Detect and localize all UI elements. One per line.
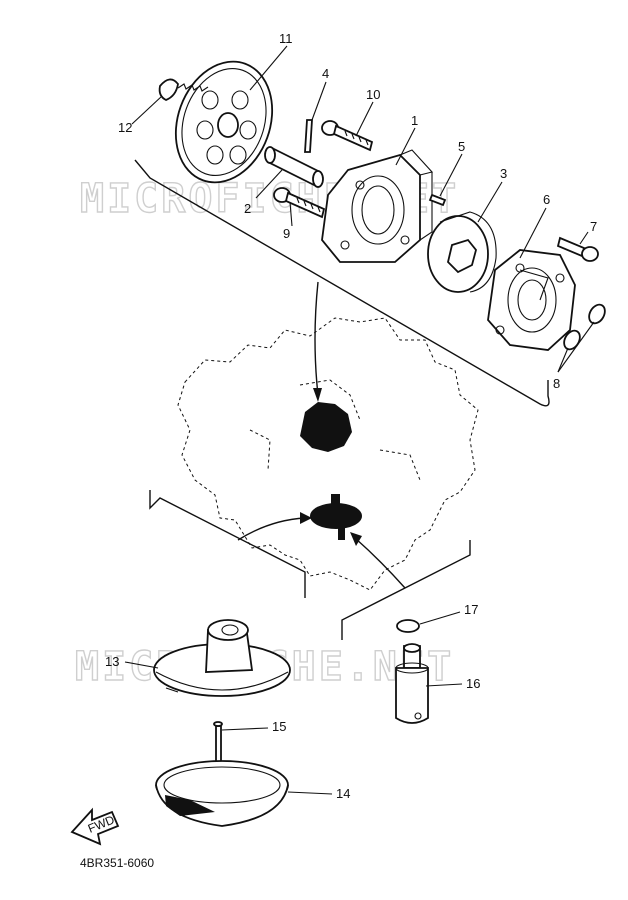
- callout-11: 11: [279, 31, 293, 46]
- leader-17: [419, 611, 461, 625]
- pump-install-arrow: [314, 281, 319, 396]
- strainer-mount-stub-top: [331, 494, 340, 506]
- leader-7: [579, 231, 589, 245]
- leader-12: [131, 95, 163, 125]
- pump-cover: [487, 249, 576, 351]
- callout-15: 15: [272, 719, 286, 734]
- leader-10: [355, 101, 374, 137]
- callout-10: 10: [366, 87, 380, 102]
- forward-direction-arrow: FWD: [70, 807, 120, 846]
- callout-16: 16: [466, 676, 480, 691]
- strainer-arrow-left-head: [300, 512, 312, 524]
- leader-3: [477, 181, 503, 223]
- bolt-upper: [321, 120, 374, 152]
- strainer-mount-stub-bottom: [338, 526, 345, 540]
- engine-inner-detail: [249, 379, 421, 481]
- pump-mount-location: [300, 402, 352, 452]
- leader-13: [124, 661, 159, 669]
- leader-8a: [557, 321, 595, 373]
- pump-arrow-head: [313, 388, 322, 402]
- engine-outline: [177, 317, 479, 591]
- oil-strainer-housing: [153, 619, 291, 697]
- lower-left-frame-line: [149, 490, 306, 598]
- oil-strainer-screen: [155, 760, 289, 827]
- callout-9: 9: [283, 226, 290, 241]
- leader-4: [311, 81, 327, 121]
- locating-pin: [428, 193, 447, 207]
- leader-5: [439, 153, 463, 197]
- callout-2: 2: [244, 201, 251, 216]
- bolt-lower: [273, 187, 326, 219]
- callout-6: 6: [543, 192, 550, 207]
- pump-rotor: [427, 211, 497, 293]
- callout-7: 7: [590, 219, 597, 234]
- leader-1: [395, 127, 416, 166]
- strainer-mount-location: [310, 503, 362, 529]
- leader-9: [289, 201, 293, 227]
- upper-frame-line: [134, 159, 550, 407]
- callout-14: 14: [336, 786, 350, 801]
- leader-8b: [557, 347, 569, 373]
- circlip: [158, 78, 179, 101]
- leader-6: [519, 207, 547, 259]
- callout-4: 4: [322, 66, 329, 81]
- callout-1: 1: [411, 113, 418, 128]
- leader-16: [425, 683, 463, 687]
- leader-15: [221, 727, 269, 731]
- leader-11: [249, 45, 288, 91]
- callout-12: 12: [118, 120, 132, 135]
- callout-13: 13: [105, 654, 119, 669]
- strainer-arrow-right-head: [350, 532, 362, 546]
- lower-right-frame-line: [341, 540, 471, 640]
- callout-8: 8: [553, 376, 560, 391]
- callout-3: 3: [500, 166, 507, 181]
- cover-screw: [556, 236, 599, 262]
- relief-valve: [395, 643, 429, 724]
- dowel-pin: [304, 119, 313, 153]
- pump-housing: [321, 149, 434, 263]
- callout-5: 5: [458, 139, 465, 154]
- strainer-arrow-left: [237, 517, 306, 541]
- leader-2: [255, 169, 283, 199]
- o-ring-upper: [588, 303, 606, 325]
- strainer-arrow-right: [354, 537, 406, 589]
- o-ring-small: [396, 619, 420, 633]
- pump-shaft: [264, 146, 324, 188]
- pump-drive-gear: [174, 60, 274, 184]
- callout-17: 17: [464, 602, 478, 617]
- leader-14: [287, 791, 333, 795]
- drawing-code: 4BR351-6060: [80, 856, 154, 870]
